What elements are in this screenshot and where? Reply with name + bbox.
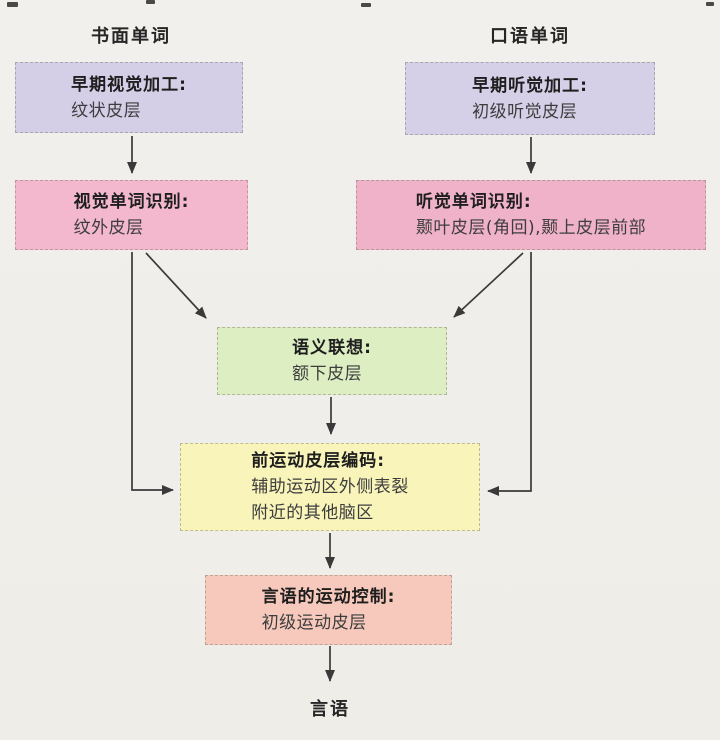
box-early-auditory-processing: 早期听觉加工: 初级听觉皮层 bbox=[405, 62, 655, 135]
written-word-label: 书面单词 bbox=[91, 26, 171, 47]
box-region: 初级听觉皮层 bbox=[472, 101, 578, 122]
box-region: 额下皮层 bbox=[292, 364, 363, 384]
box-title: 听觉单词识别: bbox=[415, 192, 532, 212]
box-title: 语义联想: bbox=[292, 338, 372, 358]
spoken-word-label: 口语单词 bbox=[490, 26, 570, 47]
box-title: 早期视觉加工: bbox=[71, 74, 187, 95]
box-speech-motor-control: 言语的运动控制: 初级运动皮层 bbox=[205, 575, 452, 645]
box-region-extra: 附近的其他脑区 bbox=[251, 503, 374, 523]
scan-artifact bbox=[146, 0, 155, 4]
box-auditory-word-recognition: 听觉单词识别: 颞叶皮层(角回),颞上皮层前部 bbox=[356, 180, 706, 250]
box-semantic-association: 语义联想: 额下皮层 bbox=[217, 327, 447, 395]
box-title: 言语的运动控制: bbox=[261, 587, 396, 607]
box-region: 纹状皮层 bbox=[71, 100, 142, 121]
scan-artifact bbox=[706, 2, 714, 6]
speech-output-label: 言语 bbox=[310, 699, 350, 720]
box-region: 辅助运动区外侧表裂 bbox=[251, 477, 409, 497]
arrow-visual-recognition-to-semantic bbox=[145, 252, 207, 319]
box-title: 视觉单词识别: bbox=[73, 192, 190, 212]
arrow-visual-recognition-bypass-to-premotor bbox=[131, 252, 174, 495]
arrow-auditory-recognition-to-semantic bbox=[453, 252, 524, 318]
scan-artifact bbox=[7, 2, 18, 7]
box-region: 纹外皮层 bbox=[73, 218, 144, 238]
box-visual-word-recognition: 视觉单词识别: 纹外皮层 bbox=[15, 180, 248, 250]
box-premotor-encoding: 前运动皮层编码: 辅助运动区外侧表裂 附近的其他脑区 bbox=[180, 443, 480, 531]
box-early-visual-processing: 早期视觉加工: 纹状皮层 bbox=[15, 62, 243, 133]
box-title: 前运动皮层编码: bbox=[251, 451, 386, 471]
box-region: 颞叶皮层(角回),颞上皮层前部 bbox=[415, 218, 647, 238]
box-title: 早期听觉加工: bbox=[472, 75, 588, 96]
scan-artifact bbox=[361, 3, 371, 7]
arrow-auditory-recognition-bypass-to-premotor bbox=[487, 252, 532, 496]
box-region: 初级运动皮层 bbox=[261, 613, 367, 633]
